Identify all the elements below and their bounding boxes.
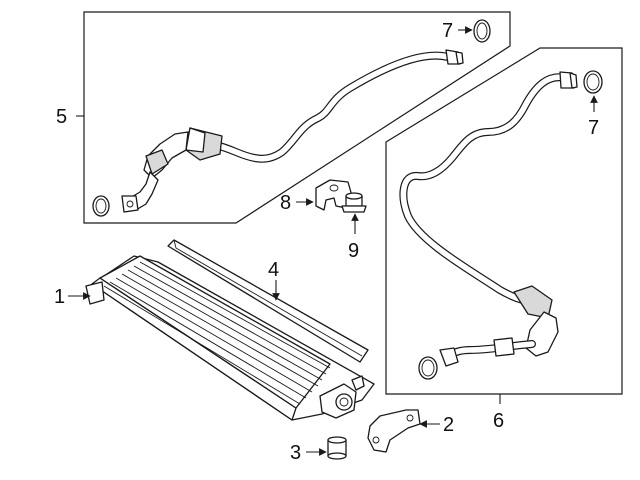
bracket-clip-8[interactable] (315, 179, 353, 211)
oil-cooler-1[interactable] (85, 255, 375, 421)
hose-assembly-6[interactable] (399, 71, 578, 367)
callout-7-right: 7 (588, 117, 599, 139)
seal-ring-7-right[interactable] (583, 70, 603, 94)
seal-ring-7-top[interactable] (473, 19, 491, 43)
isolator-3[interactable] (327, 436, 347, 460)
callout-5: 5 (56, 106, 67, 128)
seal-strip-4[interactable] (167, 239, 369, 363)
hose-assembly-5[interactable] (121, 49, 464, 213)
callout-8: 8 (280, 192, 291, 214)
seal-ring-lower-right[interactable] (418, 356, 438, 380)
callout-7-top: 7 (442, 20, 453, 42)
callout-6: 6 (493, 410, 504, 432)
callout-2: 2 (443, 414, 454, 436)
callout-9: 9 (348, 240, 359, 262)
callout-4: 4 (268, 259, 279, 281)
callout-3: 3 (290, 442, 301, 464)
callout-1: 1 (54, 286, 65, 308)
frame-part-5 (83, 11, 511, 224)
grommet-9[interactable] (341, 192, 367, 213)
mounting-bracket-2[interactable] (367, 409, 421, 453)
seal-ring-lower-left[interactable] (92, 195, 110, 217)
frame-part-6 (385, 47, 623, 395)
